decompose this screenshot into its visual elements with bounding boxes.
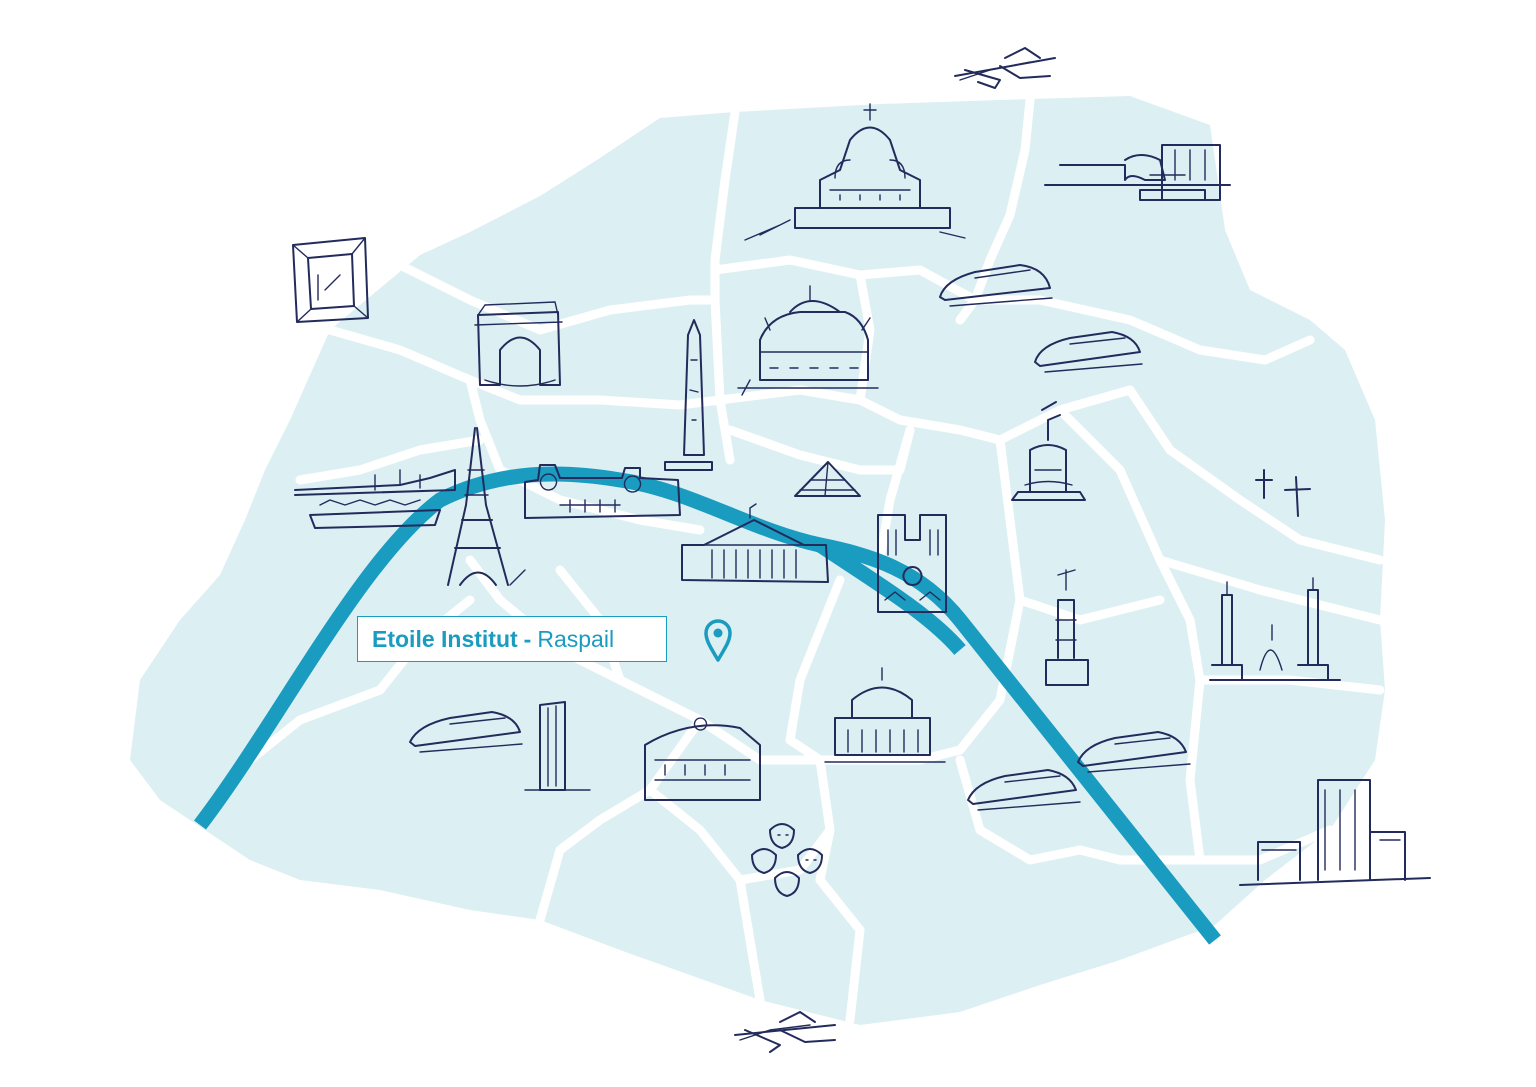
tgv-train-icon	[1077, 731, 1191, 773]
obelisk-icon	[664, 319, 713, 471]
pantheon-icon	[824, 667, 946, 763]
label-separator: -	[523, 625, 532, 652]
map-pin-icon[interactable]	[703, 618, 733, 662]
grande-arche-icon	[292, 237, 369, 323]
seine-river	[194, 466, 1221, 945]
arc-de-triomphe-icon	[474, 301, 563, 387]
sacre-coeur-icon	[744, 103, 966, 241]
cemetery-crosses-icon	[1255, 469, 1311, 517]
louvre-pyramid-icon	[794, 461, 861, 497]
catacombs-skulls-icon	[751, 823, 823, 897]
tgv-train-icon	[967, 769, 1081, 811]
streets	[245, 95, 1385, 1025]
notre-dame-icon	[877, 514, 947, 613]
tgv-train-icon	[939, 264, 1053, 307]
place-republique-statue-icon	[1011, 401, 1086, 501]
seine-boat-icon	[294, 469, 456, 529]
musee-orsay-icon	[524, 464, 681, 519]
philharmonie-icon	[1044, 144, 1231, 201]
paris-land-shape	[130, 96, 1385, 1025]
airplane-icon	[954, 47, 1056, 89]
seine-river-branch	[815, 538, 966, 655]
tgv-train-icon	[1034, 331, 1143, 373]
building-icon	[644, 717, 761, 801]
chateau-vincennes-icon	[1239, 779, 1431, 886]
eiffel-tower-icon	[447, 427, 526, 586]
assemblee-nationale-icon	[681, 503, 829, 583]
place-nation-columns-icon	[1209, 577, 1341, 681]
campus-area: Raspail	[537, 625, 615, 652]
airplane-icon	[734, 1011, 836, 1053]
montparnasse-tower-icon	[524, 701, 591, 791]
location-label[interactable]: Etoile Institut - Raspail	[357, 616, 668, 662]
tgv-train-icon	[409, 711, 523, 753]
campus-name: Etoile Institut	[372, 625, 518, 652]
opera-garnier-icon	[737, 285, 879, 396]
bastille-column-icon	[1045, 569, 1089, 686]
